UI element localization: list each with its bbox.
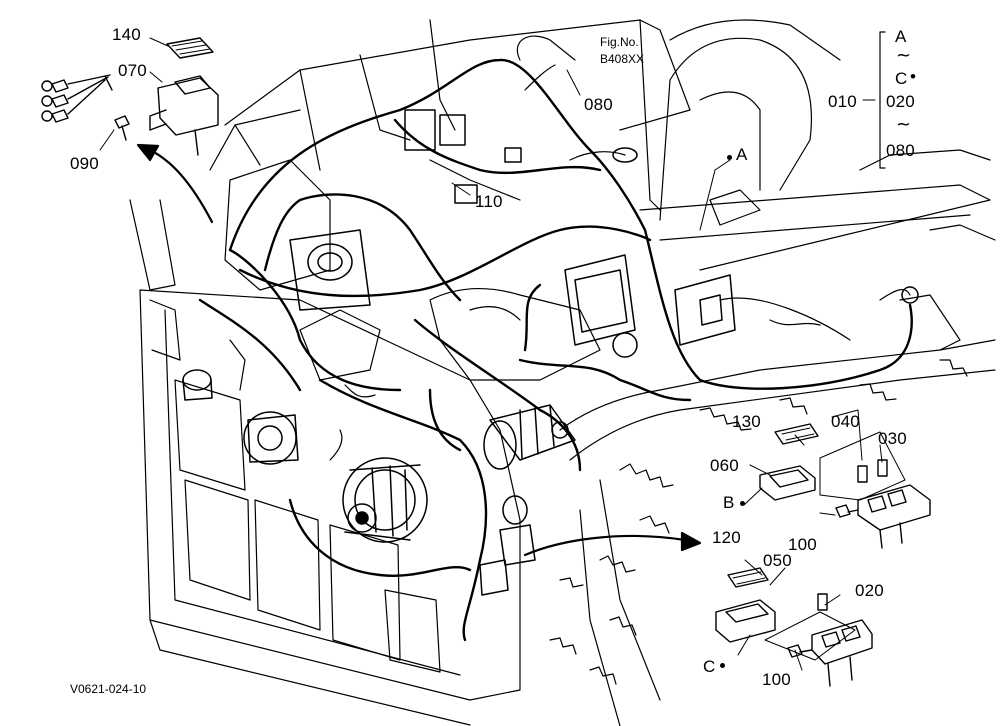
legend-range-start: A: [895, 27, 907, 46]
right-bracket: [674, 274, 736, 346]
callout-080: 080: [584, 95, 613, 114]
callout-090: 090: [70, 154, 99, 173]
lower-cylinder: [479, 495, 536, 596]
inset-fuse-block-B: [759, 423, 931, 549]
legend-range-mid: C: [895, 69, 908, 88]
air-cleaner: [289, 229, 371, 311]
thin-wires: [229, 35, 911, 461]
legend-part-080: 080: [886, 141, 915, 160]
callout-020: 020: [855, 581, 884, 600]
right-sensor: [901, 286, 919, 304]
legend-tilde-1: ~: [896, 45, 912, 66]
callout-120: 120: [712, 528, 741, 547]
callout-060: 060: [710, 456, 739, 475]
legend-tilde-2: ~: [896, 114, 912, 135]
callout-100-upper: 100: [788, 535, 817, 554]
callout-A-dot: [727, 155, 732, 160]
controller-unit: [564, 254, 638, 358]
callout-100-lower: 100: [762, 670, 791, 689]
callout-040: 040: [831, 412, 860, 431]
callout-070: 070: [118, 61, 147, 80]
arrows: [136, 143, 702, 557]
wire-harness: [198, 58, 913, 642]
callout-C: C: [703, 657, 716, 676]
fuel-pump: [243, 411, 299, 465]
callout-030: 030: [878, 429, 907, 448]
callout-A: A: [736, 145, 748, 164]
figure-number: B408XX: [600, 52, 645, 66]
legend-main-part: 010: [828, 92, 857, 111]
callout-050: 050: [763, 551, 792, 570]
callout-C-dot: [720, 663, 725, 668]
top-relays: [404, 109, 522, 204]
inset-fuse-box-top-left: [41, 37, 219, 156]
legend-part-020: 020: [886, 92, 915, 111]
starter-motor: [483, 404, 576, 470]
legend-bracket: [879, 31, 886, 169]
callout-B: B: [723, 493, 735, 512]
callout-B-dot: [740, 501, 745, 506]
machine-body-outline: [129, 19, 996, 726]
callout-110: 110: [475, 192, 503, 211]
callout-130: 130: [732, 412, 761, 431]
callout-140: 140: [112, 25, 141, 44]
drawing-code: V0621-024-10: [70, 682, 147, 696]
components: [182, 109, 919, 596]
figure-label: Fig.No.: [600, 35, 639, 49]
horn: [612, 147, 638, 163]
inset-fuse-block-C: [715, 567, 873, 687]
legend-bullet: •: [910, 67, 916, 86]
solenoid: [182, 369, 213, 401]
alternator: [342, 457, 428, 543]
